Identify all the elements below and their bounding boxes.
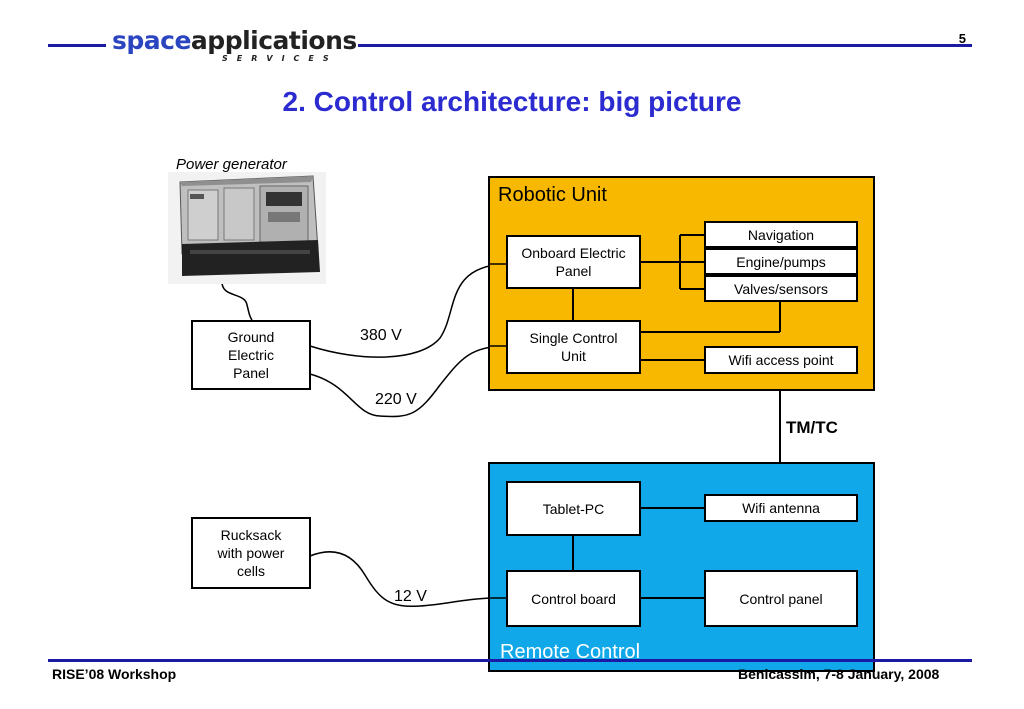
- power-generator-caption: Power generator: [176, 156, 287, 173]
- footer-left-text: RISE’08 Workshop: [52, 666, 177, 682]
- voltage-220-label: 220 V: [375, 391, 417, 408]
- slide-title: 2. Control architecture: big picture: [282, 86, 742, 117]
- engine-pumps-box: Engine/pumps: [704, 248, 858, 275]
- page-number: 5: [958, 31, 966, 46]
- logo-text-services: SERVICES: [222, 54, 338, 63]
- wire-generator-ground: [221, 281, 253, 321]
- tablet-pc-box: Tablet-PC: [506, 481, 641, 536]
- power-generator-image: [168, 172, 326, 284]
- wifi-access-point-box: Wifi access point: [704, 346, 858, 374]
- wire-12v: [309, 551, 507, 608]
- wifi-antenna-box: Wifi antenna: [704, 494, 858, 522]
- navigation-box: Navigation: [704, 221, 858, 248]
- wire-220v: [309, 345, 507, 418]
- header-rule-left: [48, 44, 106, 47]
- single-control-unit: Single Control Unit: [506, 320, 641, 374]
- robotic-unit-label: Robotic Unit: [498, 184, 607, 206]
- voltage-380-label: 380 V: [360, 327, 402, 344]
- tmtc-label: TM/TC: [786, 418, 838, 437]
- control-board-box: Control board: [506, 570, 641, 627]
- company-logo: spaceapplications SERVICES: [112, 26, 357, 66]
- logo-text-applications: applications: [190, 26, 357, 55]
- onboard-electric-panel: Onboard Electric Panel: [506, 235, 641, 289]
- voltage-12-label: 12 V: [394, 588, 427, 605]
- valves-sensors-box: Valves/sensors: [704, 275, 858, 302]
- footer-right-text: Benicassim, 7-8 January, 2008: [738, 666, 940, 682]
- footer-rule: [48, 659, 972, 662]
- rucksack-power-cells: Rucksack with power cells: [191, 517, 311, 589]
- remote-control-label: Remote Control: [500, 641, 641, 663]
- header-rule-right: [358, 44, 972, 47]
- control-panel-box: Control panel: [704, 570, 858, 627]
- ground-electric-panel: Ground Electric Panel: [191, 320, 311, 390]
- logo-text-space: space: [112, 26, 191, 55]
- wire-380v: [309, 263, 507, 358]
